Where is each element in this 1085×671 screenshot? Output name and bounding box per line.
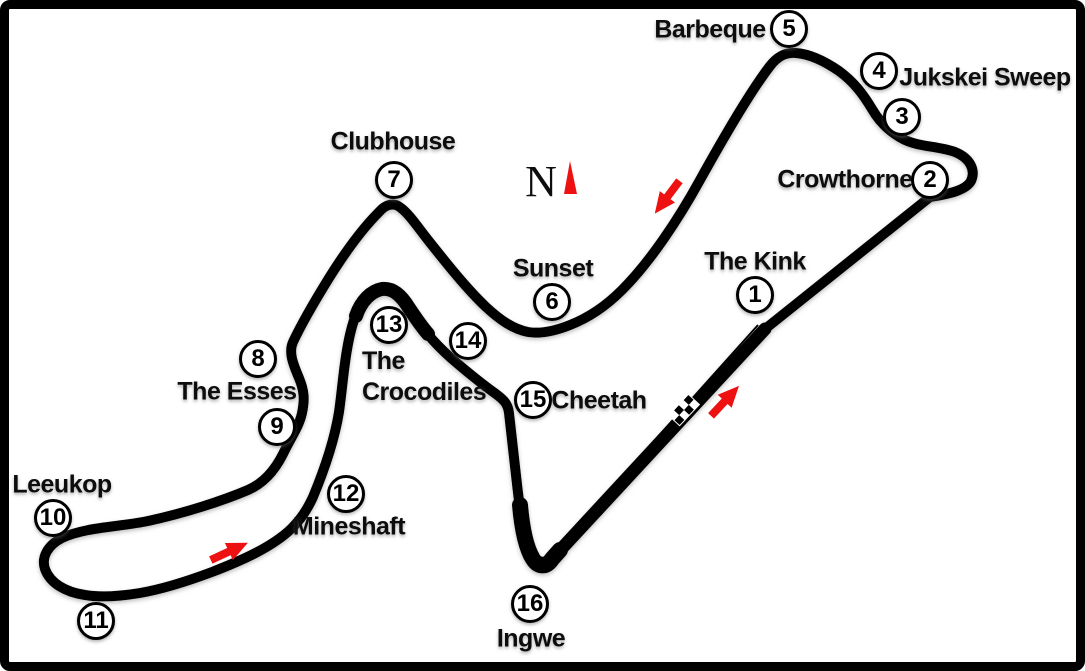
corner-marker-14: 14 [449, 322, 487, 360]
crocodiles-peak [349, 281, 435, 341]
corner-marker-4: 4 [860, 52, 898, 90]
direction-arrows [209, 178, 740, 564]
direction-arrow-bottom-straight [209, 542, 248, 564]
north-indicator: N [525, 157, 577, 206]
corner-marker-13: 13 [370, 306, 408, 344]
corner-marker-11: 11 [77, 602, 115, 640]
corner-label-leeukop: Leeukop [12, 470, 112, 499]
direction-arrow-barbeque-to-sunset [654, 178, 683, 214]
corner-label-sunset: Sunset [512, 254, 594, 283]
corner-label-cheetah: Cheetah [551, 386, 647, 415]
corner-label-jukskei-sweep: Jukskei Sweep [899, 63, 1071, 92]
corner-marker-5: 5 [770, 10, 808, 48]
corner-marker-2: 2 [911, 161, 949, 199]
corner-marker-3: 3 [883, 98, 921, 136]
track-outline [39, 47, 978, 602]
corner-marker-10: 10 [34, 499, 72, 537]
north-arrow-icon [564, 161, 577, 194]
corner-label-the-kink: The Kink [704, 247, 806, 276]
corner-marker-6: 6 [533, 283, 571, 321]
corner-marker-16: 16 [511, 585, 549, 623]
corner-label-crowthorne: Crowthorne [777, 165, 913, 194]
corner-marker-12: 12 [327, 475, 365, 513]
corner-label-clubhouse: Clubhouse [330, 127, 456, 156]
corner-label-barbeque: Barbeque [654, 15, 766, 44]
corner-marker-15: 15 [514, 381, 552, 419]
pit-lane [510, 324, 759, 559]
corner-label-the-esses: The Esses [177, 377, 297, 406]
corner-marker-1: 1 [736, 276, 774, 314]
corner-marker-7: 7 [375, 161, 413, 199]
corner-label-mineshaft: Mineshaft [292, 512, 406, 541]
corner-label-ingwe: Ingwe [496, 624, 566, 653]
corner-marker-8: 8 [239, 340, 277, 378]
start-finish-straight [545, 322, 772, 566]
corner-marker-9: 9 [258, 408, 296, 446]
direction-arrow-start-finish-straight [708, 385, 740, 419]
finish-line-checker [667, 393, 701, 427]
north-letter: N [525, 157, 557, 206]
